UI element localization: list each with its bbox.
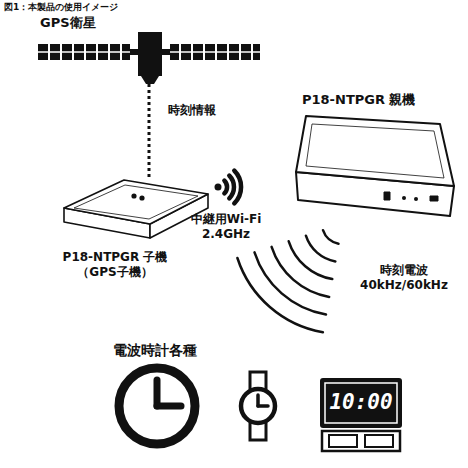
edge-label: 時刻電波 40kHz/60kHz xyxy=(358,263,450,293)
wrist-watch xyxy=(241,372,275,440)
child-unit-node: P18-NTPGR 子機 （GPS子機） xyxy=(62,178,210,240)
signal-line xyxy=(149,84,150,178)
analog-clock xyxy=(119,368,195,444)
radio-waves xyxy=(237,230,338,332)
digital-clock-node: 10:00 xyxy=(320,378,402,452)
node-outline xyxy=(62,178,210,240)
edge-label: 中継用Wi-Fi 2.4GHz xyxy=(188,212,264,242)
wifi-signal xyxy=(215,171,242,204)
clock-display: 10:00 xyxy=(320,389,402,415)
node-outline xyxy=(38,32,260,84)
figure-title: 図1：本製品の使用イメージ xyxy=(4,2,204,13)
digital-clock xyxy=(320,378,402,451)
base-unit xyxy=(296,116,454,216)
clocks-label: 電波時計各種 xyxy=(113,342,233,360)
node-outline xyxy=(288,112,456,220)
base-unit-node: P18-NTPGR 親機 xyxy=(288,112,456,220)
base-unit-label: P18-NTPGR 親機 xyxy=(302,92,452,108)
satellite-label: GPS衛星 xyxy=(40,15,130,31)
satellite-node: GPS衛星 xyxy=(38,32,260,84)
satellite-symbol xyxy=(38,32,260,84)
child-unit-label: P18-NTPGR 子機 （GPS子機） xyxy=(50,250,180,280)
edge-label: 時刻情報 xyxy=(168,103,238,118)
node-outline xyxy=(320,378,402,452)
gps-child-unit xyxy=(64,180,208,238)
